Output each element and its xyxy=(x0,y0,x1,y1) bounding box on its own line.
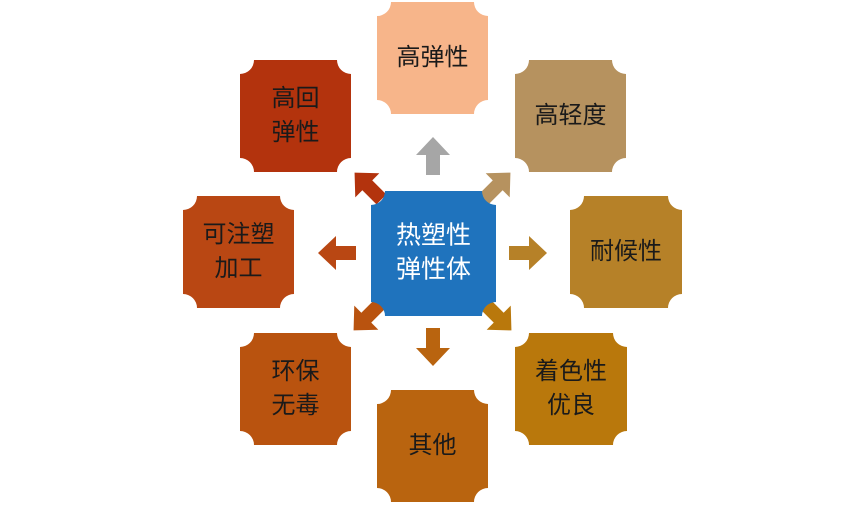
node-shape xyxy=(515,60,626,172)
node-weather-resistance: 耐候性 xyxy=(570,196,682,308)
center-node-label-line-2: 弹性体 xyxy=(396,255,471,284)
arrow-to-left xyxy=(318,236,356,270)
node-label-line-2: 优良 xyxy=(547,391,595,419)
node-injection-moldable: 可注塑 加工 xyxy=(183,196,294,308)
node-other: 其他 xyxy=(377,390,488,502)
node-label-line-2: 弹性 xyxy=(272,118,320,146)
arrow-to-right xyxy=(509,236,547,270)
arrows-layer xyxy=(318,137,547,366)
node-high-resilience: 高回 弹性 xyxy=(240,60,351,172)
node-shape xyxy=(515,333,627,445)
arrow-to-bottom xyxy=(416,328,450,366)
center-node-shape xyxy=(371,191,496,316)
node-shape xyxy=(570,196,682,308)
node-shape xyxy=(377,390,488,502)
node-shape xyxy=(377,2,488,114)
arrow-to-bottom-right xyxy=(479,298,512,331)
node-eco-nontoxic: 环保 无毒 xyxy=(240,333,351,445)
node-label-line-2: 加工 xyxy=(215,254,263,282)
node-label-line-1: 着色性 xyxy=(535,357,607,385)
center-node-label-line-1: 热塑性 xyxy=(396,221,471,250)
node-label-line-1: 高弹性 xyxy=(397,43,469,71)
node-high-elasticity: 高弹性 xyxy=(377,2,488,114)
node-label-line-1: 环保 xyxy=(272,357,320,385)
node-label-line-1: 其他 xyxy=(409,431,457,459)
node-shape xyxy=(240,333,351,445)
node-label-line-1: 高回 xyxy=(272,84,320,112)
node-label-line-2: 无毒 xyxy=(272,391,320,419)
node-shape xyxy=(183,196,294,308)
node-shape xyxy=(240,60,351,172)
node-label-line-1: 耐候性 xyxy=(590,237,662,265)
arrow-to-top-right xyxy=(478,172,511,205)
center-node: 热塑性 弹性体 xyxy=(371,191,496,316)
arrow-to-top xyxy=(416,137,450,175)
node-label-line-1: 高轻度 xyxy=(535,101,607,129)
node-good-colorability: 着色性 优良 xyxy=(515,333,627,445)
arrow-to-top-left xyxy=(354,172,387,205)
arrow-to-bottom-left xyxy=(353,298,386,331)
node-label-line-1: 可注塑 xyxy=(203,220,275,248)
node-lightweight: 高轻度 xyxy=(515,60,626,172)
